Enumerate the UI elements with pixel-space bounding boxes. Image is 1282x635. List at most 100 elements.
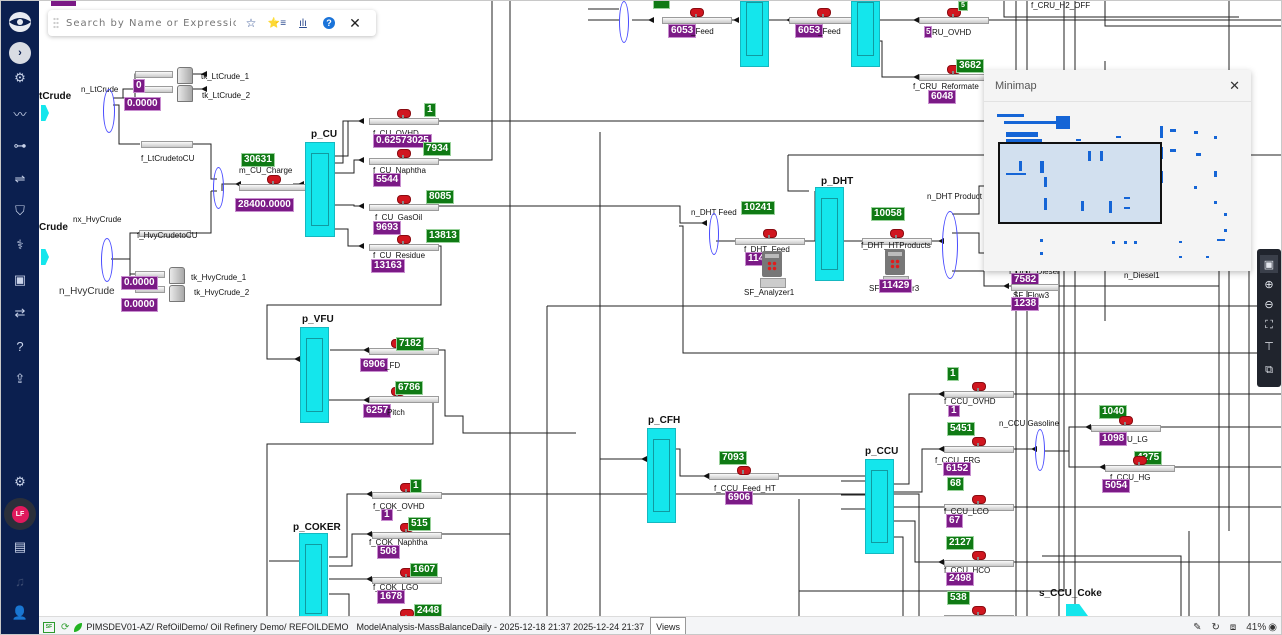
export-icon[interactable]: ⇪ <box>14 371 26 386</box>
pipe-hvycrudetocu[interactable] <box>139 230 191 237</box>
visibility-icon[interactable]: ◉ <box>1268 621 1277 633</box>
trends-icon[interactable]: 〰 <box>13 106 27 122</box>
minimap-viewport[interactable] <box>998 142 1162 224</box>
minimap-mark <box>1160 126 1163 138</box>
tank-ltcrude-2-icon[interactable] <box>177 85 193 102</box>
pipe-ltcrudetocu[interactable] <box>141 141 193 148</box>
app-logo[interactable] <box>8 10 32 34</box>
notifications-icon[interactable]: ♫ <box>15 573 25 589</box>
node-ccugasoline[interactable] <box>1035 429 1045 471</box>
f-ccu-hg-label: f_CCU_HG <box>1110 473 1151 482</box>
analyzer3-icon[interactable] <box>883 249 909 286</box>
diagram-canvas[interactable]: tCrude Crude n_LtCrude nx_HvyCrude n_Hvy… <box>39 1 1281 616</box>
minimap-mark <box>1044 177 1047 187</box>
reports-icon[interactable]: ▣ <box>13 272 27 287</box>
refresh-status-icon[interactable]: ⟳ <box>61 621 70 633</box>
node-dhtproduct-label: n_DHT Product <box>927 192 982 201</box>
settings-icon[interactable]: ⚙ <box>14 474 26 489</box>
f-ccu-hco-calc: 2498 <box>946 572 975 586</box>
minimap-close-icon[interactable]: ✕ <box>1229 77 1240 93</box>
drag-handle-icon[interactable] <box>53 17 59 29</box>
unit-cu-label: p_CU <box>311 129 338 140</box>
search-input[interactable] <box>64 16 238 30</box>
security-icon[interactable]: ⛉ <box>15 203 25 218</box>
sync-icon[interactable]: ⇄ <box>14 305 26 320</box>
messages-icon[interactable]: ▤ <box>13 539 27 554</box>
minimap-mark <box>1056 116 1070 129</box>
diagnostics-icon[interactable]: ⚕ <box>16 237 24 252</box>
unit-coker[interactable] <box>299 533 328 616</box>
minimap-mark <box>1214 136 1217 139</box>
node-diesel1-label: n_Diesel1 <box>1124 271 1160 280</box>
edit-icon[interactable]: ✎ <box>1193 621 1202 633</box>
unit-top-2[interactable] <box>851 1 880 67</box>
favorites-button[interactable]: ☆ <box>238 12 264 34</box>
unit-vfu[interactable] <box>300 327 329 423</box>
pin-button[interactable]: ⊤ <box>1260 337 1278 355</box>
f-cu-naphtha-calc: 5544 <box>373 173 402 187</box>
unit-top-1[interactable] <box>740 1 769 67</box>
node-dhtproduct[interactable] <box>942 211 958 279</box>
minimap-mark <box>1112 241 1115 244</box>
zoom-out-button[interactable]: ⊖ <box>1260 295 1278 313</box>
help-icon[interactable]: ? <box>16 338 24 354</box>
data-settings-icon[interactable]: ⚙ <box>14 70 26 85</box>
pipe-lt1[interactable] <box>135 71 173 78</box>
f-vfu-fd-calc: 6906 <box>360 358 389 372</box>
zoom-area-button[interactable]: ⧉ <box>1260 361 1278 379</box>
f-cu-naphtha-label: f_CU_Naphtha <box>373 166 426 175</box>
pin-icon: ⊤ <box>1264 340 1274 353</box>
close-search-button[interactable]: ✕ <box>342 12 368 34</box>
unit-ccu[interactable] <box>865 459 894 554</box>
analyzer1-icon[interactable] <box>760 251 786 288</box>
expand-nav-button[interactable]: › <box>9 42 31 64</box>
f-cok-hgo-measured: 2448 <box>414 604 443 616</box>
source-ltcrude-shape[interactable] <box>41 105 49 121</box>
node-cu-charge[interactable] <box>213 167 224 209</box>
minimap-mark <box>997 114 1024 117</box>
f-ccu-lco-label: f_CCU_LCO <box>944 507 989 516</box>
analysis-info: ModelAnalysis-MassBalanceDaily - 2025-12… <box>356 622 645 632</box>
tank-hvycrude-1-icon[interactable] <box>169 267 185 284</box>
node-hvycrude[interactable] <box>101 238 113 282</box>
views-button[interactable]: Views <box>650 617 686 634</box>
minimap-mark <box>1170 129 1176 132</box>
plus-circle-icon: ⊕ <box>1264 278 1274 291</box>
node-ltcrude[interactable] <box>103 89 115 133</box>
minimap-mark <box>1088 151 1091 161</box>
chart-button[interactable]: ılı <box>290 12 316 34</box>
minimap-mark <box>1179 241 1182 243</box>
minimap-mark <box>1224 229 1227 232</box>
minimap-mark <box>1124 197 1130 199</box>
compare-icon[interactable]: ⇌ <box>14 171 26 186</box>
f-dht-feed-label: f_DHT_Feed <box>744 245 790 254</box>
filter-list-button[interactable]: ⭐≡ <box>264 12 290 34</box>
minimap-mark <box>1040 252 1043 255</box>
bar-chart-icon: ılı <box>299 17 307 29</box>
top-feed-measured <box>653 1 671 9</box>
fit-to-screen-button[interactable]: ⛶ <box>1260 316 1278 334</box>
profile-icon[interactable]: 👤 <box>11 605 29 620</box>
tank-hvycrude-2-icon[interactable] <box>169 285 185 302</box>
f-cu-residue-label: f_CU_Residue <box>373 251 426 260</box>
unit-dht[interactable] <box>815 187 844 281</box>
unit-ccu-label: p_CCU <box>865 446 899 457</box>
reset-icon[interactable]: ↻ <box>1211 621 1220 633</box>
f-ccu-feed-ht-calc: 6906 <box>725 491 754 505</box>
minimap-canvas[interactable] <box>984 101 1251 271</box>
unit-cfh[interactable] <box>647 428 676 523</box>
minimap-toggle-button[interactable]: ▣ <box>1260 255 1278 273</box>
source-hvycrude-shape[interactable] <box>41 249 49 265</box>
zoom-in-button[interactable]: ⊕ <box>1260 275 1278 293</box>
node-dhtfeed[interactable] <box>709 213 719 255</box>
connections-icon[interactable]: ⊶ <box>13 138 27 153</box>
user-avatar-button[interactable]: LF <box>4 498 36 530</box>
sf-flow3-pipe[interactable] <box>1011 284 1059 291</box>
zoom-level: 41% <box>1246 621 1267 633</box>
unit-cu[interactable] <box>305 142 335 237</box>
help-button[interactable]: ? <box>316 12 342 34</box>
f-ccu-feed-ht-label: f_CCU_Feed_HT <box>714 484 776 493</box>
node-top-feed[interactable] <box>619 1 629 43</box>
zoom-fit-icon[interactable]: ⧈ <box>1229 621 1237 633</box>
tank-ltcrude-1-icon[interactable] <box>177 67 193 84</box>
